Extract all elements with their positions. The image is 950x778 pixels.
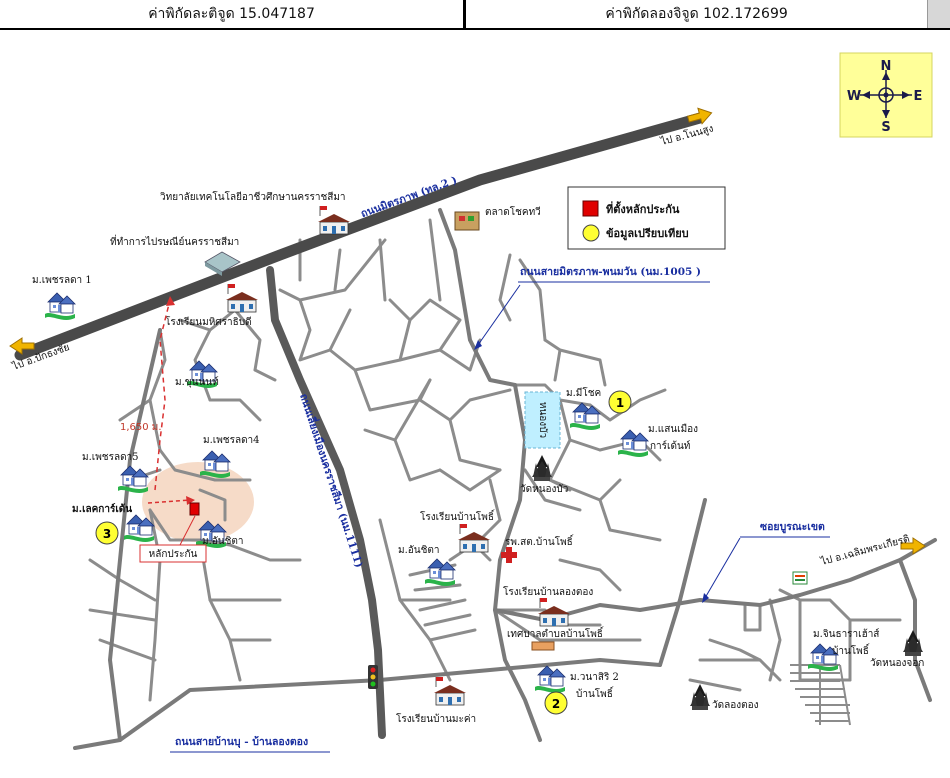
compass-west: W	[847, 89, 861, 104]
label-village-mechok: ม.มีโชค	[566, 386, 601, 399]
svg-text:3: 3	[103, 527, 111, 541]
direction-arrow-non-sung	[687, 107, 713, 125]
road-label-mittraphap-phanomwan: ถนนสายมิตรภาพ-พนมวัน (นม.1005 )	[520, 266, 701, 278]
pointer-line-buranakhet	[704, 537, 741, 599]
school-long-tong-icon	[537, 597, 571, 627]
label-village-wanasiri: ม.วนาสิริ 2	[570, 672, 619, 683]
label-village-phetchlada1: ม.เพชรลดา 1	[32, 275, 92, 286]
label-hospital: รพ.สต.บ้านโพธิ์	[505, 534, 574, 548]
latitude-cell: ค่าพิกัดละติจูด 15.047187	[0, 0, 467, 28]
market-icon	[454, 211, 480, 231]
label-village-chintana-2: บ้านโพธิ์	[832, 643, 870, 657]
legend-comparable-icon	[582, 224, 600, 242]
housing-grid	[790, 664, 851, 726]
school-ban-pho-icon	[457, 523, 491, 553]
pointer-line-phanomwan	[477, 284, 521, 346]
label-wat-long-tong: วัดลองตอง	[712, 700, 759, 711]
village-anchita-mid-icon	[424, 558, 456, 587]
village-wanasiri-icon	[534, 665, 566, 694]
compass-east: E	[914, 89, 923, 104]
label-wat-nong-bua: วัดหนองบัว	[520, 484, 568, 495]
post-office-icon	[204, 251, 241, 276]
village-phetchlada5-icon	[117, 465, 149, 494]
subject-arrow	[147, 499, 191, 504]
distance-label: 1,650 ม.	[120, 422, 162, 433]
wat-nong-chok-icon	[903, 630, 923, 656]
secondary-roads	[73, 208, 937, 750]
pond-label: หนองบัว	[537, 402, 548, 438]
direction-arrow-chaloem	[900, 537, 926, 555]
school-mahisara-icon	[225, 283, 259, 313]
wat-long-tong-icon	[690, 684, 710, 710]
convenience-store-icon	[792, 571, 808, 585]
comparable-marker-3: 3	[95, 521, 119, 545]
location-map: หนองบัว ที่ตั้งหลักประกัน ข้อมูลเปรียบเท…	[0, 30, 950, 778]
label-municipality: เทศบาลตำบลบ้านโพธิ์	[507, 626, 604, 640]
coordinate-bar: ค่าพิกัดละติจูด 15.047187 ค่าพิกัดลองจิจ…	[0, 0, 950, 30]
map-canvas: หนองบัว ที่ตั้งหลักประกัน ข้อมูลเปรียบเท…	[9, 52, 937, 753]
road-label-ban-bu: ถนนสายบ้านบุ - บ้านลองตอง	[175, 735, 308, 749]
wat-nong-bua-icon	[532, 455, 552, 481]
subject-callout: หลักประกัน	[149, 549, 198, 560]
road-label-bypass: ถนนเลี่ยงเมืองนครราชสีมา (นม.1111)	[297, 391, 368, 569]
pond-shape	[524, 391, 561, 449]
road-label-soi-buranakhet: ซอยบูรณะเขต	[760, 521, 825, 534]
village-mechok-icon	[569, 402, 601, 431]
svg-text:2: 2	[552, 697, 560, 711]
label-village-anchita-mid: ม.อันชิตา	[398, 545, 440, 556]
subject-marker	[189, 502, 200, 516]
village-phetchlada1-icon	[44, 292, 76, 321]
hospital-icon	[501, 547, 517, 563]
legend-subject-label: ที่ตั้งหลักประกัน	[606, 201, 680, 216]
bypass-road	[266, 266, 386, 739]
vocational-college-icon	[317, 205, 351, 235]
label-village-saenmueang-2: การ์เด้นท์	[650, 440, 690, 452]
label-village-saenmueang: ม.แสนเมือง	[648, 423, 698, 435]
label-wat-nong-chok: วัดหนองจอก	[870, 658, 924, 669]
compass-south: S	[881, 120, 890, 135]
label-village-phetchlada5: ม.เพชรลดา5	[82, 452, 139, 463]
label-vocational-college: วิทยาลัยเทคโนโลยีอาชีวศึกษานครราชสีมา	[160, 190, 346, 203]
comparable-marker-2: 2	[544, 691, 568, 715]
label-market: ตลาดโชคทวี	[485, 205, 541, 218]
direction-arrow-pak-thong-chai	[9, 337, 35, 355]
minor-road-network	[88, 218, 902, 702]
municipality-icon	[531, 641, 555, 651]
legend: ที่ตั้งหลักประกัน ข้อมูลเปรียบเทียบ	[567, 186, 726, 250]
comparable-marker-1: 1	[608, 390, 632, 414]
traffic-light-icon	[368, 665, 378, 689]
svg-text:1: 1	[616, 396, 624, 410]
label-school-ban-long-tong: โรงเรียนบ้านลองตอง	[503, 585, 593, 598]
legend-comparable-label: ข้อมูลเปรียบเทียบ	[606, 227, 689, 241]
label-school-ban-makha: โรงเรียนบ้านมะค่า	[396, 712, 476, 725]
label-village-lakeshore: ม.เลคการ์เด้น	[72, 503, 132, 515]
longitude-cell: ค่าพิกัดลองจิจูด 102.172699	[605, 6, 788, 22]
label-village-chintana: ม.จินธาราเฮ้าส์	[813, 628, 879, 640]
header-scroll-stub	[927, 0, 950, 28]
label-post-office: ที่ทำการไปรษณีย์นครราชสีมา	[110, 234, 239, 248]
label-school-mahisara: โรงเรียนมหิศราธิบดี	[165, 315, 252, 328]
compass-rose: N S W E	[839, 52, 933, 138]
distance-path	[154, 299, 171, 491]
compass-north: N	[881, 59, 892, 74]
label-village-phetchlada4: ม.เพชรลดา4	[203, 435, 260, 446]
legend-subject-icon	[582, 200, 599, 217]
mittraphap-highway	[14, 112, 706, 361]
label-school-ban-pho: โรงเรียนบ้านโพธิ์	[420, 509, 496, 523]
label-village-anchita-left: ม.อันชิตา	[202, 536, 244, 547]
subject-area-highlight	[142, 462, 254, 542]
label-village-wanasiri-2: บ้านโพธิ์	[576, 686, 614, 700]
label-village-khunnot: ม.ขุนนนท์	[175, 376, 219, 388]
